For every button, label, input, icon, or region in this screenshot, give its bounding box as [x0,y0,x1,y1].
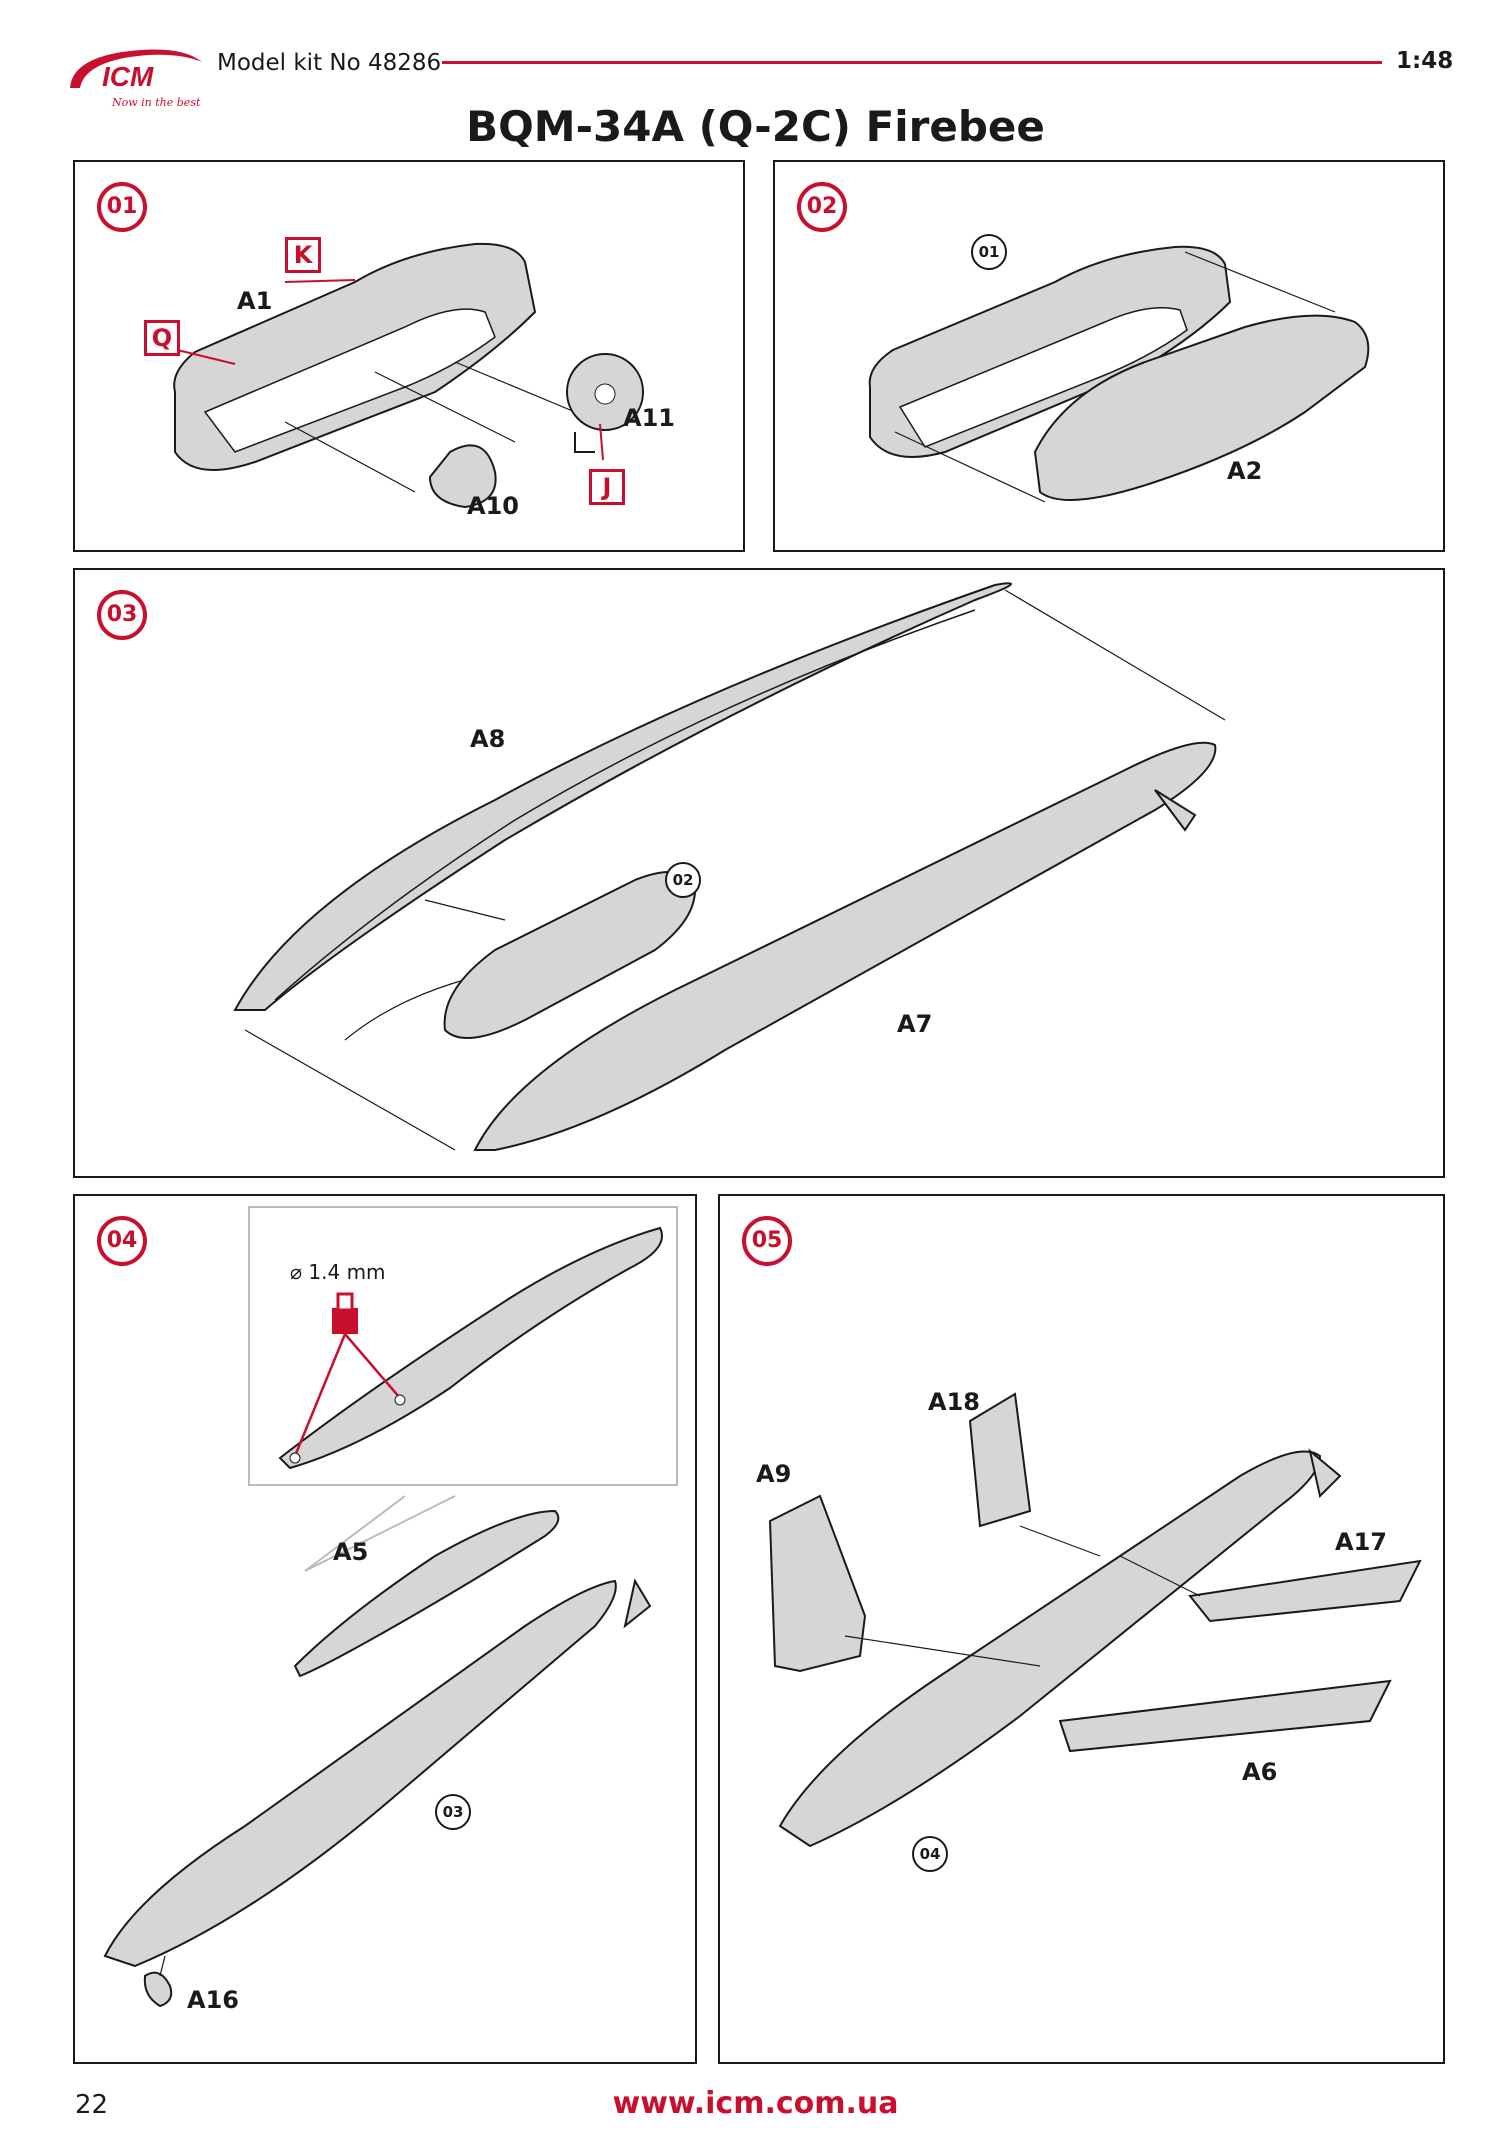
step-04-panel: 04 ⌀ 1.4 mm A5 A16 03 [73,1194,697,2064]
step-number-badge: 04 [97,1216,147,1266]
part-label-a9: A9 [756,1460,792,1488]
paint-code-j: J [589,469,625,505]
part-label-a11: A11 [623,404,675,432]
part-label-a2: A2 [1227,457,1263,485]
step-ref-01: 01 [971,234,1007,270]
paint-code-q: Q [144,320,180,356]
icm-logo-graphic: ICM Now in the best [70,49,202,109]
part-label-a7: A7 [897,1010,933,1038]
step-number-badge: 01 [97,182,147,232]
part-label-a8: A8 [470,725,506,753]
step-03-panel: 03 A8 A7 02 [73,568,1445,1178]
drill-detail-illustration [278,1226,663,1470]
step-02-panel: 02 01 A2 [773,160,1445,552]
step-number-badge: 03 [97,590,147,640]
drill-detail-inset: ⌀ 1.4 mm [248,1206,678,1486]
step-01-panel: 01 K Q J A1 A11 A10 [73,160,745,552]
part-label-a18: A18 [928,1388,980,1416]
logo-text: ICM [102,61,154,92]
part-label-a1: A1 [237,287,273,315]
header-rule [442,61,1382,64]
icm-logo: ICM Now in the best [62,42,212,117]
scale-label: 1:48 [1396,48,1454,74]
drill-size-note: ⌀ 1.4 mm [290,1260,386,1284]
step-04-illustration [103,1495,652,2008]
step-01-illustration [164,242,644,509]
step-ref-04: 04 [912,1836,948,1872]
step-05-panel: 05 A18 A9 A17 A6 04 [718,1194,1445,2064]
logo-tagline: Now in the best [111,96,201,109]
step-ref-03: 03 [435,1794,471,1830]
part-label-a10: A10 [467,492,519,520]
step-number-badge: 05 [742,1216,792,1266]
part-label-a5: A5 [333,1538,369,1566]
step-ref-02: 02 [665,862,701,898]
step-03-illustration [233,582,1226,1151]
part-label-a16: A16 [187,1986,239,2014]
page-number: 22 [75,2090,109,2120]
kit-number: Model kit No 48286 [217,50,442,76]
part-label-a17: A17 [1335,1528,1387,1556]
step-05-illustration [768,1392,1422,1848]
page-title: BQM-34A (Q-2C) Firebee [466,102,1045,151]
step-02-illustration [868,245,1370,503]
part-label-a6: A6 [1242,1758,1278,1786]
step-number-badge: 02 [797,182,847,232]
website-link[interactable]: www.icm.com.ua [612,2086,899,2121]
paint-code-k: K [285,237,321,273]
